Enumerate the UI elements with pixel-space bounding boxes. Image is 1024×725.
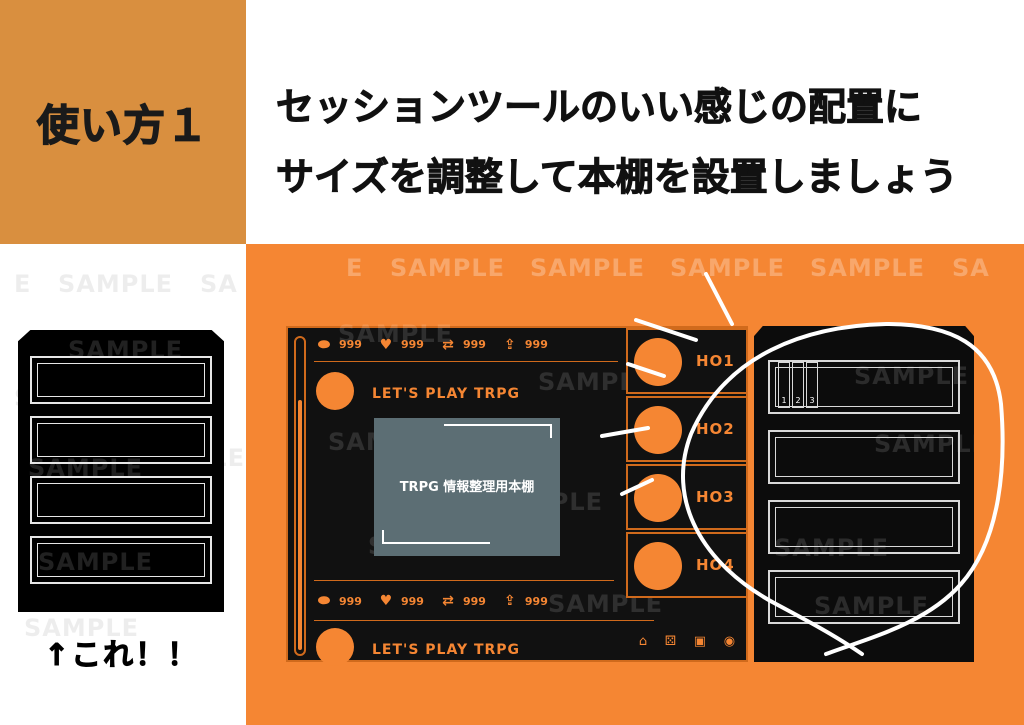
bookshelf-sample: SAMPLE SAMPLE SAMPLE — [18, 330, 224, 612]
repeat-icon: ⇄ — [442, 593, 454, 609]
eye-icon[interactable]: ◉ — [723, 633, 736, 649]
usage-badge-label: 使い方１ — [36, 100, 209, 151]
usage-badge: 使い方１ — [0, 0, 246, 244]
dice-icon[interactable]: ⚄ — [664, 633, 677, 649]
stat-item: ⇪ 999 — [500, 337, 548, 353]
heart-icon: ♥ — [379, 336, 393, 353]
ho-label: HO3 — [696, 488, 735, 506]
ho-label: HO4 — [696, 556, 735, 574]
lets-play-label: LET'S PLAY TRPG — [372, 642, 521, 658]
home-icon[interactable]: ⌂ — [638, 633, 648, 649]
avatar-circle — [316, 372, 354, 410]
cards-icon[interactable]: ▣ — [693, 633, 707, 649]
ellipse-icon: ⬬ — [318, 336, 330, 353]
book-number: 1 — [781, 396, 787, 405]
watermark: SAMPLE — [390, 254, 506, 282]
watermark: SAMPLE — [530, 254, 646, 282]
shelf-slot — [30, 416, 212, 464]
ho-row-1[interactable]: HO1 — [626, 328, 748, 394]
shelf-slot — [768, 570, 960, 624]
watermark-edge: E — [346, 254, 364, 282]
stat-item: ♥ 999 — [376, 593, 424, 609]
shelf-slot — [30, 356, 212, 404]
stats-bar-bottom: ⬬ 999 ♥ 999 ⇄ 999 ⇪ 999 — [314, 584, 618, 618]
stat-value: 999 — [524, 594, 548, 608]
ho-row-4[interactable]: HO4 — [626, 532, 748, 598]
divider — [314, 580, 614, 581]
bottom-icon-bar: ⌂ ⚄ ▣ ◉ — [626, 618, 748, 664]
watermark: SAMPLE — [338, 320, 454, 348]
ellipse-icon: ⬬ — [318, 593, 330, 609]
ho-row-3[interactable]: HO3 — [626, 464, 748, 530]
stat-value: 999 — [462, 594, 486, 608]
stat-item: ⬬ 999 — [314, 337, 362, 353]
watermark: SAMPLE — [810, 254, 926, 282]
instruction-line-2: サイズを調整して本棚を設置しましょう — [276, 155, 959, 200]
ho-avatar — [634, 474, 682, 522]
screen-title: TRPG 情報整理用本棚 — [399, 480, 535, 495]
left-preview-area: E SAMPLE SA SAMPLE SAMPLE SAMPLE SAMPLE … — [0, 244, 246, 725]
this-arrow-label: ↑これ！！ — [43, 638, 200, 674]
ho-avatar — [634, 406, 682, 454]
stat-item: ⇄ 999 — [438, 593, 486, 609]
info-screen: TRPG 情報整理用本棚 — [374, 418, 560, 556]
watermark-edge: E — [14, 270, 32, 298]
ho-label: HO2 — [696, 420, 735, 438]
ho-label: HO1 — [696, 352, 735, 370]
shelf-slot — [768, 500, 960, 554]
stat-item: ⇄ 999 — [438, 337, 486, 353]
instruction-text: セッションツールのいい感じの配置に サイズを調整して本棚を設置しましょう — [276, 72, 1016, 212]
stat-item: ⬬ 999 — [314, 593, 362, 609]
stats-bar-top: ⬬ 999 ♥ 999 ⇄ 999 ⇪ 999 — [314, 328, 618, 362]
stat-value: 999 — [339, 594, 362, 608]
lets-play-label: LET'S PLAY TRPG — [372, 386, 521, 402]
watermark-edge: SA — [200, 270, 238, 298]
screen-corner — [444, 424, 552, 438]
stat-value: 999 — [524, 338, 548, 351]
book-2[interactable]: 2 — [792, 362, 804, 408]
avatar-circle — [316, 628, 354, 666]
shelf-slot: 1 2 3 — [768, 360, 960, 414]
watermark: SAMPLE — [68, 336, 184, 364]
shelf-slot — [768, 430, 960, 484]
stat-value: 999 — [462, 338, 486, 351]
stat-item: ⇪ 999 — [500, 593, 548, 609]
ho-column: HO1 HO2 HO3 HO4 ⌂ ⚄ ▣ ◉ — [626, 328, 748, 664]
divider — [314, 620, 654, 621]
book-number: 3 — [809, 396, 815, 405]
vertical-slider[interactable] — [294, 336, 306, 656]
stat-value: 999 — [339, 338, 362, 351]
screen-corner — [382, 530, 490, 544]
watermark: SAMPLE — [670, 254, 786, 282]
example-placement-area: E SAMPLE SAMPLE SAMPLE SAMPLE SA SAMPLE … — [246, 244, 1024, 725]
book-number: 2 — [795, 396, 801, 405]
book-3[interactable]: 3 — [806, 362, 818, 408]
repeat-icon: ⇄ — [442, 336, 454, 353]
bookshelf-placed: SAMPLE SAMPLE SAMPLE SAMPLE 1 2 3 — [754, 326, 974, 662]
ho-row-2[interactable]: HO2 — [626, 396, 748, 462]
watermark: SAMPLE — [24, 614, 140, 642]
share-icon: ⇪ — [504, 593, 516, 609]
instruction-line-1: セッションツールのいい感じの配置に — [276, 85, 923, 130]
ho-avatar — [634, 338, 682, 386]
watermark: SAMPLE — [38, 548, 154, 576]
stat-value: 999 — [400, 338, 424, 351]
stat-value: 999 — [400, 594, 424, 608]
ho-avatar — [634, 542, 682, 590]
shelf-slot — [30, 536, 212, 584]
watermark-edge: SA — [952, 254, 990, 282]
stat-item: ♥ 999 — [376, 337, 424, 353]
share-icon: ⇪ — [504, 336, 516, 353]
watermark: SAMPLE — [58, 270, 174, 298]
book-1[interactable]: 1 — [778, 362, 790, 408]
session-tool-panel: SAMPLE SAMPLE SAMPLE SAMPLE SAMPLE SAMPL… — [286, 320, 748, 666]
heart-icon: ♥ — [379, 593, 393, 609]
shelf-slot — [30, 476, 212, 524]
